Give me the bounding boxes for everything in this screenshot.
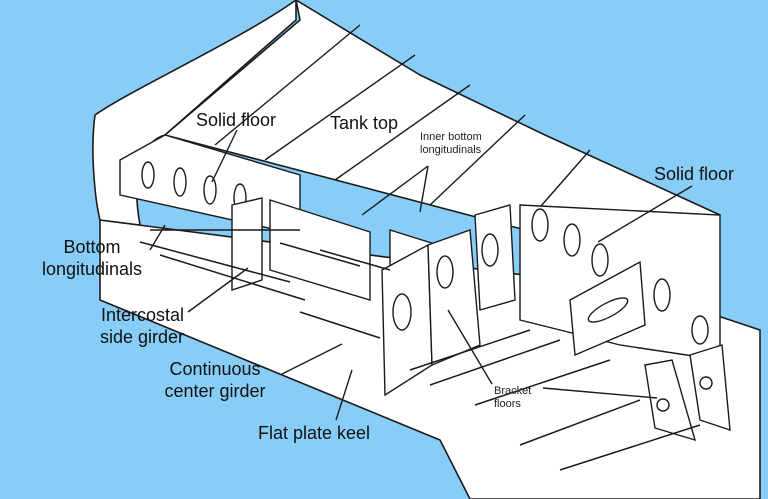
leader-line <box>187 267 249 313</box>
tank-top-seam <box>334 84 471 181</box>
leader-line <box>281 343 343 375</box>
label-line: Continuous <box>169 359 261 379</box>
label-line: Bracket <box>494 385 532 397</box>
label-line: Bottom <box>63 237 121 257</box>
lightening-hole <box>653 278 671 312</box>
bracket-hole <box>699 376 713 390</box>
label-tank-top: Tank top <box>330 113 399 133</box>
label-inner-bottom-longitudinals: Inner bottom longitudinals <box>420 131 482 157</box>
label-bottom-longitudinals: Bottom longitudinals <box>14 236 170 280</box>
bottom-longitudinal <box>159 254 306 301</box>
label-bracket-floors: Bracket floors <box>494 385 531 411</box>
lightening-hole <box>203 175 217 205</box>
tank-top-seam <box>429 114 526 206</box>
leader-line <box>335 369 353 421</box>
bottom-longitudinal <box>474 359 611 406</box>
inner-bottom-longitudinal <box>319 249 391 271</box>
lightening-hole <box>531 208 549 242</box>
bottom-longitudinal <box>559 424 701 471</box>
lightening-hole <box>436 255 454 289</box>
lightening-hole <box>591 243 609 277</box>
leader-line <box>542 387 658 399</box>
label-continuous-center-girder: Continuous center girder <box>148 358 282 402</box>
bottom-longitudinal <box>409 329 531 371</box>
leader-line <box>361 165 429 216</box>
lightening-hole <box>173 167 187 197</box>
label-line: center girder <box>164 381 266 401</box>
label-line: longitudinals <box>41 259 143 279</box>
label-line: Inner bottom <box>420 131 482 143</box>
bracket-hole <box>656 398 670 412</box>
label-line: floors <box>494 398 521 410</box>
bottom-longitudinal <box>139 241 291 283</box>
leader-line <box>447 309 493 385</box>
lightening-hole <box>691 315 709 345</box>
label-line: Intercostal <box>100 305 184 325</box>
label-solid-floor-right: Solid floor <box>654 164 735 184</box>
label-intercostal-side-girder: Intercostal side girder <box>60 304 184 348</box>
leader-line <box>597 185 693 243</box>
lightening-hole <box>563 223 581 257</box>
tank-top-seam <box>214 24 361 146</box>
bottom-longitudinal <box>519 399 641 446</box>
label-solid-floor-top: Solid floor <box>196 110 277 130</box>
lightening-hole <box>481 233 499 267</box>
tank-top-seam <box>264 54 416 161</box>
lightening-hole <box>587 297 629 323</box>
leader-line <box>419 165 429 213</box>
label-line: longitudinals <box>420 144 482 156</box>
intercostal-side-girder <box>231 197 263 291</box>
inner-bottom-longitudinal <box>279 242 361 267</box>
bottom-longitudinal <box>429 339 561 386</box>
bottom-longitudinal <box>299 311 381 339</box>
lightening-hole <box>141 161 155 189</box>
leader-line <box>211 129 238 183</box>
leader-line <box>149 224 166 251</box>
bracket-floor <box>644 359 697 442</box>
lightening-hole <box>392 293 412 331</box>
center-girder-plate <box>427 229 481 367</box>
label-flat-plate-keel: Flat plate keel <box>258 423 371 443</box>
label-line: side girder <box>99 327 184 347</box>
